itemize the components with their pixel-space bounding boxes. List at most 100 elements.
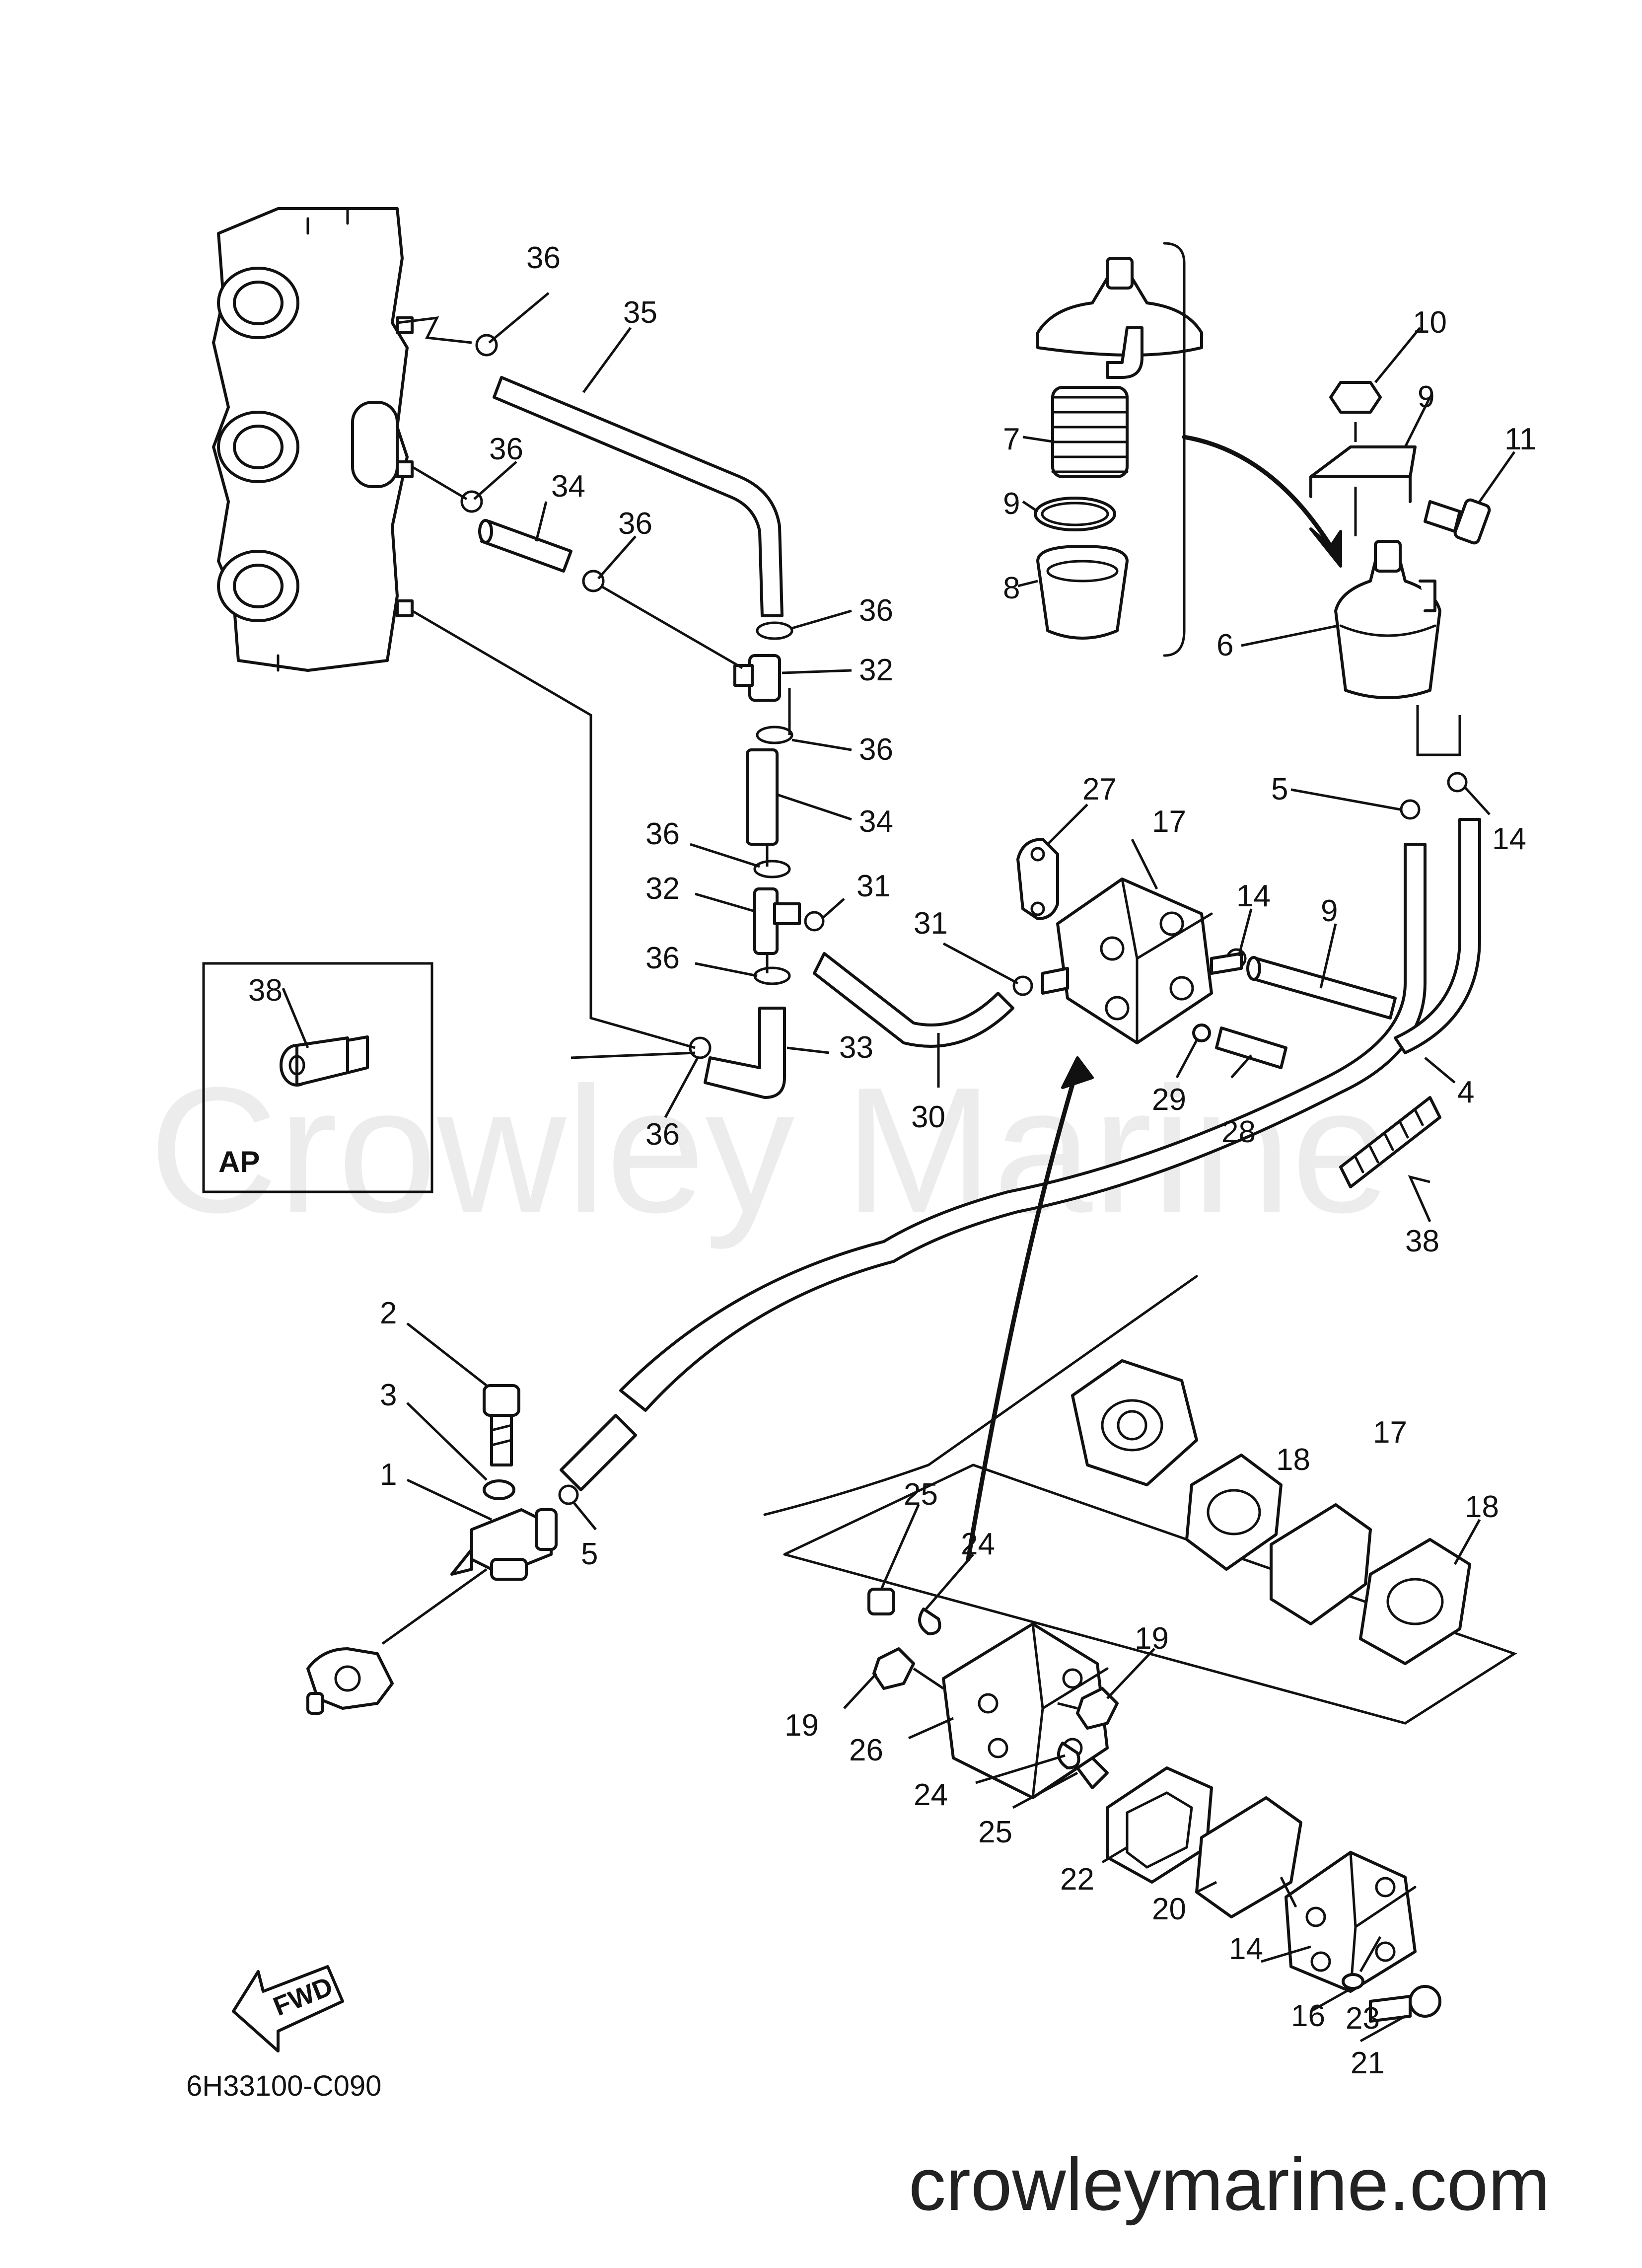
callout-label: 20	[1152, 1892, 1186, 1926]
washer-3	[483, 1479, 515, 1500]
callout-label: 35	[623, 295, 657, 330]
callout-label: 29	[1152, 1083, 1186, 1117]
assembly-arrow	[1182, 435, 1333, 549]
callout-label: 23	[1346, 2001, 1380, 2036]
callout-label: 36	[645, 1117, 680, 1152]
callout-label: 36	[618, 507, 652, 541]
fuel-hose-13	[1246, 956, 1397, 1020]
protector-37	[1339, 1096, 1441, 1188]
callout-label: 36	[645, 817, 680, 851]
callout-labels: 36 35 36 34 36 36 32 36 34 36 32 31 36 3…	[248, 241, 1536, 2080]
callout-label: 7	[1003, 422, 1020, 456]
callout-label: 36	[859, 593, 893, 628]
callout-label: 18	[1465, 1490, 1499, 1524]
bolt-2	[483, 1384, 520, 1466]
callout-label: 14	[1236, 879, 1271, 913]
callout-label: 24	[914, 1778, 948, 1812]
nut-11	[1329, 381, 1382, 414]
callout-label: 32	[859, 653, 893, 687]
diagram-code: 6H33100-C090	[186, 2070, 381, 2102]
callout-label: 36	[526, 241, 561, 275]
fuel-hose-35	[493, 376, 784, 617]
filter-element-7	[1051, 386, 1129, 478]
site-url[interactable]: crowleymarine.com	[909, 2142, 1550, 2226]
leader-lines	[282, 292, 1516, 2043]
callout-label: 19	[785, 1708, 819, 1743]
pump-cover-16	[1285, 1851, 1417, 1993]
fuel-hose-33	[704, 1007, 786, 1099]
callout-label: 3	[380, 1378, 397, 1412]
callout-label: 5	[581, 1537, 598, 1571]
callout-label: 21	[1351, 2046, 1385, 2080]
fuel-pump-15	[1016, 838, 1287, 1069]
callout-label: 32	[645, 872, 680, 906]
forward-arrow: FWD	[232, 1965, 344, 2052]
callout-label: 38	[1405, 1224, 1439, 1258]
callout-label: 22	[1060, 1862, 1094, 1897]
callout-label: 33	[839, 1030, 873, 1065]
gasket-18-lower	[1359, 1538, 1471, 1665]
callout-label: 9	[1418, 380, 1434, 414]
callout-label: 17	[1152, 805, 1186, 839]
bolt-12	[1424, 498, 1491, 545]
callout-label: 36	[645, 941, 680, 975]
callout-label: 25	[904, 1477, 938, 1512]
ap-label: AP	[218, 1145, 260, 1178]
hose-clip-14	[1226, 772, 1468, 969]
callout-label: 18	[1276, 1443, 1310, 1477]
diaphragm-17	[1270, 1503, 1372, 1625]
callout-label: 38	[248, 973, 283, 1008]
callout-label: 34	[551, 469, 585, 504]
connector-end	[306, 1647, 394, 1715]
callout-label: 24	[961, 1527, 995, 1561]
gasket-18-upper	[1185, 1454, 1283, 1571]
hose-end-4	[560, 1414, 637, 1491]
callout-label: 16	[1291, 1999, 1325, 2033]
joint-32-lower	[753, 887, 801, 955]
pump-exploded-group	[763, 1275, 1517, 2023]
callout-label: 27	[1082, 772, 1117, 806]
callout-label: 36	[489, 432, 523, 466]
valve-24	[918, 1608, 1080, 1769]
callout-label: 19	[1135, 1621, 1169, 1656]
washer-23	[1342, 1973, 1364, 1990]
callout-label: 6	[1216, 628, 1233, 662]
callout-label: 2	[380, 1296, 397, 1330]
callout-label: 14	[1229, 1932, 1263, 1966]
callout-label: 14	[1492, 822, 1526, 856]
callout-label: 36	[859, 732, 893, 767]
callout-label: 9	[1321, 894, 1338, 928]
fuel-hose-30	[813, 952, 1014, 1048]
callout-label: 31	[914, 906, 948, 941]
callout-label: 34	[859, 805, 893, 839]
hose-clip-36	[460, 334, 793, 1059]
pump-cover-upper	[1071, 1359, 1198, 1486]
fitting-38	[280, 1035, 369, 1087]
callout-label: 1	[380, 1458, 397, 1492]
callout-label: 25	[978, 1815, 1012, 1849]
callout-label: 28	[1221, 1115, 1256, 1149]
group-bracket	[1163, 242, 1186, 657]
ap-inset: AP	[202, 962, 433, 1193]
fuel-hose-34-upper	[478, 519, 572, 573]
callout-label: 4	[1457, 1075, 1474, 1109]
callout-label: 30	[911, 1100, 945, 1134]
callout-label: 9	[1003, 487, 1020, 521]
o-ring-9	[1034, 497, 1116, 531]
pump-assembly-arrow	[966, 1065, 1080, 1562]
fuel-joint-1	[450, 1508, 558, 1581]
callout-label: 17	[1373, 1415, 1407, 1450]
callout-label: 31	[857, 869, 891, 903]
filter-cup-8	[1036, 545, 1129, 640]
hose-clip-5	[558, 799, 1421, 1505]
callout-label: 26	[849, 1733, 883, 1767]
gasket-21	[1106, 1766, 1213, 1884]
screw-22	[1369, 1985, 1441, 2023]
bracket-10	[1309, 445, 1417, 503]
filter-exploded-group	[1034, 257, 1203, 640]
nut-19	[872, 1647, 1119, 1730]
joint-32-upper	[733, 654, 781, 702]
carburetor-assembly	[212, 207, 414, 672]
